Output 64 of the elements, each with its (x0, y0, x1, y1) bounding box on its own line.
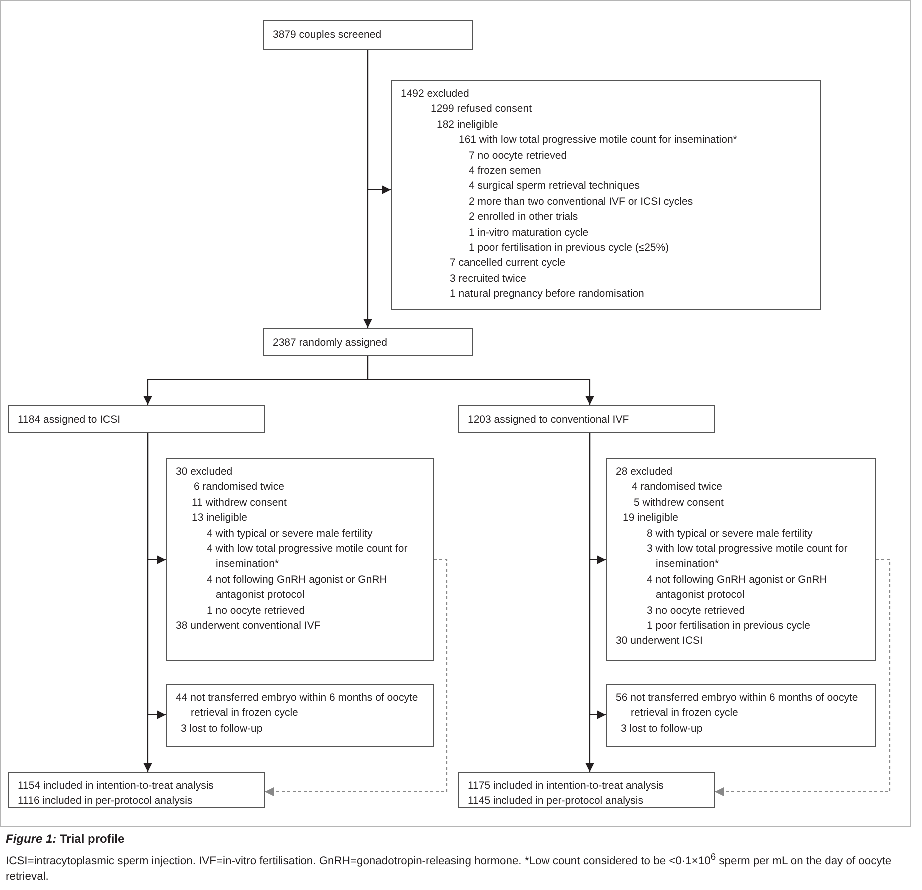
count-text: 3 lost to follow-up (180, 722, 264, 737)
count-text: 3 lost to follow-up (620, 722, 704, 737)
arrow (367, 356, 594, 405)
count-text: 4 with typical or severe male fertility (206, 526, 374, 542)
dashed-arrow (265, 559, 448, 796)
count-text: 7 cancelled current cycle (449, 256, 567, 272)
arrow (364, 50, 372, 328)
flow-box (606, 684, 876, 747)
flow-box (166, 684, 434, 747)
count-text: 2 enrolled in other trials (468, 210, 580, 226)
count-text: 30 excluded (176, 465, 234, 480)
count-text: 4 frozen semen (468, 164, 542, 180)
count-text: 1492 excluded (401, 87, 470, 102)
flow-box (391, 80, 821, 310)
count-text: 56 not transferred embryo within 6 months of oocyte retrieval in frozen cycle (616, 691, 860, 722)
count-text: 19 ineligible (622, 511, 680, 526)
count-text: 1 in-vitro maturation cycle (468, 226, 590, 241)
flow-box (8, 772, 265, 808)
count-text: 8 with typical or severe male fertility (646, 526, 814, 542)
count-text: 5 withdrew consent (633, 496, 725, 511)
count-text: 4 randomised twice (631, 480, 724, 496)
count-text: 1184 assigned to ICSI (18, 413, 122, 428)
count-text: 13 ineligible (191, 511, 248, 526)
count-text: 1 no oocyte retrieved (206, 604, 306, 619)
count-text: 4 not following GnRH agonist or GnRH antagonist protocol (206, 572, 388, 604)
count-text: 2 more than two conventional IVF or ICSI cycles (468, 194, 694, 210)
flow-box (606, 458, 876, 661)
count-text: 3 recruited twice (449, 272, 528, 287)
count-text: 3 no oocyte retrieved (646, 604, 746, 619)
arrow (144, 433, 152, 772)
count-text: 1299 refused consent (430, 102, 533, 118)
flow-box (263, 328, 473, 356)
count-text: 1116 included in per-protocol analysis (18, 794, 194, 810)
count-text: 182 ineligible (436, 118, 500, 133)
dashed-arrow (715, 559, 891, 796)
count-text: 28 excluded (616, 465, 674, 480)
flow-box (8, 405, 265, 433)
count-text: 4 not following GnRH agonist or GnRH antagonist protocol (646, 572, 828, 604)
count-text: 2387 randomly assigned (273, 336, 388, 351)
count-text: 1175 included in intention-to-treat analysis (468, 779, 665, 794)
arrow (586, 433, 594, 772)
count-text: 1 poor fertilisation in previous cycle (646, 619, 812, 634)
count-text: 30 underwent ICSI (616, 634, 704, 650)
figure-title: Figure 1: Trial profile (6, 832, 125, 846)
count-text: 4 surgical sperm retrieval techniques (468, 179, 641, 194)
flow-box (263, 20, 473, 50)
flow-box (166, 458, 434, 661)
flow-box (458, 405, 715, 433)
count-text: 1145 included in per-protocol analysis (468, 794, 644, 810)
count-text: 3 with low total progressive motile count for insemination* (646, 542, 849, 572)
figure-caption: ICSI=intracytoplasmic sperm injection. IVF=in-vitro fertilisation. GnRH=gonadotropin-releasing hormone. *Low count considered to be <0·1×10$^{6}$ sperm per mL on the day of oocyte retrieval. (6, 851, 893, 885)
count-text: 1 natural pregnancy before randomisation (449, 287, 646, 302)
count-text: 38 underwent conventional IVF (176, 619, 322, 634)
count-text: 161 with low total progressive motile count for insemination* (458, 133, 738, 148)
flow-box (458, 772, 715, 808)
count-text: 6 randomised twice (193, 480, 286, 496)
count-text: 7 no oocyte retrieved (468, 148, 568, 164)
count-text: 1154 included in intention-to-treat analysis (18, 779, 215, 794)
count-text: 3879 couples screened (273, 28, 383, 43)
count-text: 44 not transferred embryo within 6 months of oocyte retrieval in frozen cycle (176, 691, 420, 722)
count-text: 1203 assigned to conventional IVF (468, 413, 630, 428)
count-text: 11 withdrew consent (191, 496, 288, 511)
count-text: 1 poor fertilisation in previous cycle (≤25%) (468, 241, 670, 256)
count-text: 4 with low total progressive motile count for insemination* (206, 542, 409, 572)
